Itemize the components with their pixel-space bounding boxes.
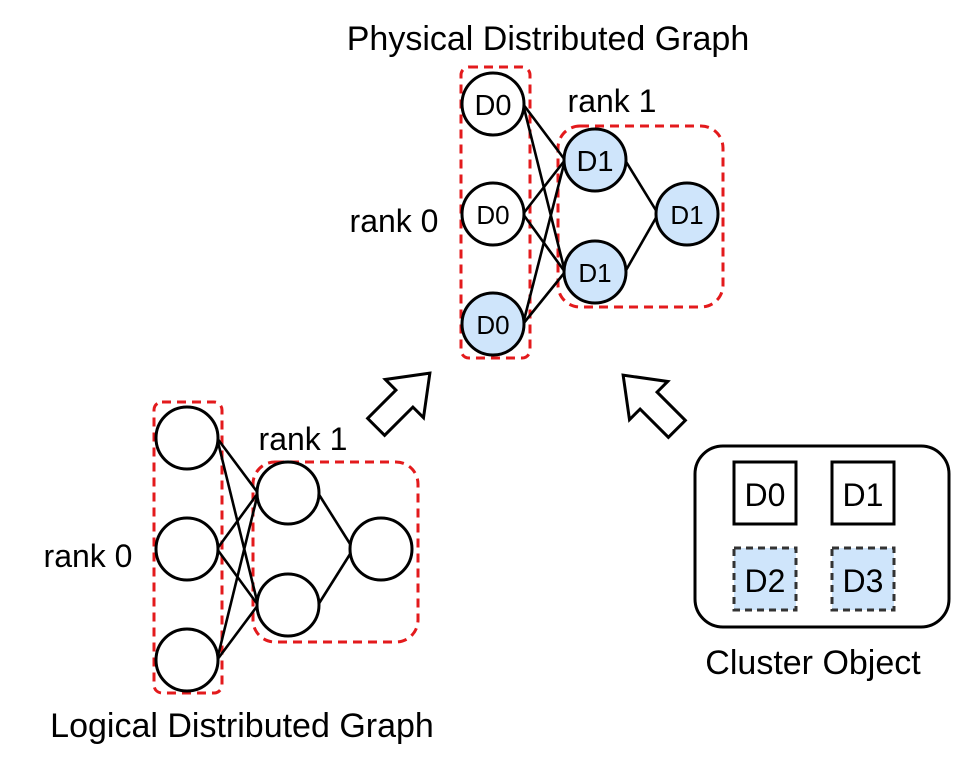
logical-edge xyxy=(215,437,260,494)
svg-text:D0: D0 xyxy=(476,200,509,230)
svg-text:D0: D0 xyxy=(474,90,511,122)
svg-text:D3: D3 xyxy=(843,563,884,599)
up-left-arrow-icon xyxy=(621,373,688,440)
logical-rank1-box xyxy=(251,460,420,644)
physical-edge xyxy=(521,159,567,325)
logical-rank0-label: rank 0 xyxy=(44,538,133,574)
logical-edge xyxy=(215,492,260,550)
svg-text:D0: D0 xyxy=(745,477,786,513)
cluster-object: D0 D1 D2 D3 Cluster Object xyxy=(693,444,951,682)
physical-node-assigned: D0 xyxy=(460,291,526,357)
physical-rank1-box xyxy=(556,124,725,309)
physical-node: D0 xyxy=(460,181,526,247)
physical-rank1-label: rank 1 xyxy=(568,83,657,119)
cluster-title: Cluster Object xyxy=(705,644,921,682)
device-cpu: D0 xyxy=(732,460,798,526)
physical-edge xyxy=(521,103,567,161)
physical-node: D0 xyxy=(460,71,526,137)
svg-text:D1: D1 xyxy=(670,200,703,230)
svg-text:D0: D0 xyxy=(476,310,509,340)
physical-edge xyxy=(623,159,659,213)
svg-text:D1: D1 xyxy=(576,146,613,178)
logical-edge xyxy=(316,492,354,548)
physical-graph: Physical Distributed Graph rank 1 rank 0… xyxy=(347,20,750,360)
device-cpu: D1 xyxy=(830,460,896,526)
logical-rank1-label: rank 1 xyxy=(259,421,348,457)
logical-node xyxy=(348,516,414,582)
physical-node-assigned: D1 xyxy=(562,239,628,305)
svg-text:D1: D1 xyxy=(578,258,611,288)
logical-node xyxy=(255,460,321,526)
physical-node-assigned: D1 xyxy=(654,181,720,247)
device-gpu: D2 xyxy=(732,546,798,612)
logical-rank0-box xyxy=(152,400,224,695)
logical-node xyxy=(154,405,220,471)
svg-text:D2: D2 xyxy=(745,563,786,599)
logical-edge xyxy=(215,604,260,661)
logical-edge xyxy=(316,550,354,606)
device-gpu: D3 xyxy=(830,546,896,612)
logical-graph: rank 1 rank 0 Logical Distributed Graph xyxy=(44,400,434,745)
logical-node xyxy=(154,516,220,582)
physical-edge xyxy=(521,271,567,325)
physical-node-assigned: D1 xyxy=(562,127,628,193)
physical-rank0-label: rank 0 xyxy=(350,203,439,239)
svg-text:D1: D1 xyxy=(843,477,884,513)
physical-graph-title: Physical Distributed Graph xyxy=(347,20,750,58)
logical-node xyxy=(255,572,321,638)
logical-node xyxy=(154,627,220,693)
up-left-arrow-icon xyxy=(365,371,432,438)
logical-graph-title: Logical Distributed Graph xyxy=(50,707,434,745)
logical-edge xyxy=(215,492,260,661)
physical-edge xyxy=(521,159,567,215)
physical-edge xyxy=(623,215,659,273)
